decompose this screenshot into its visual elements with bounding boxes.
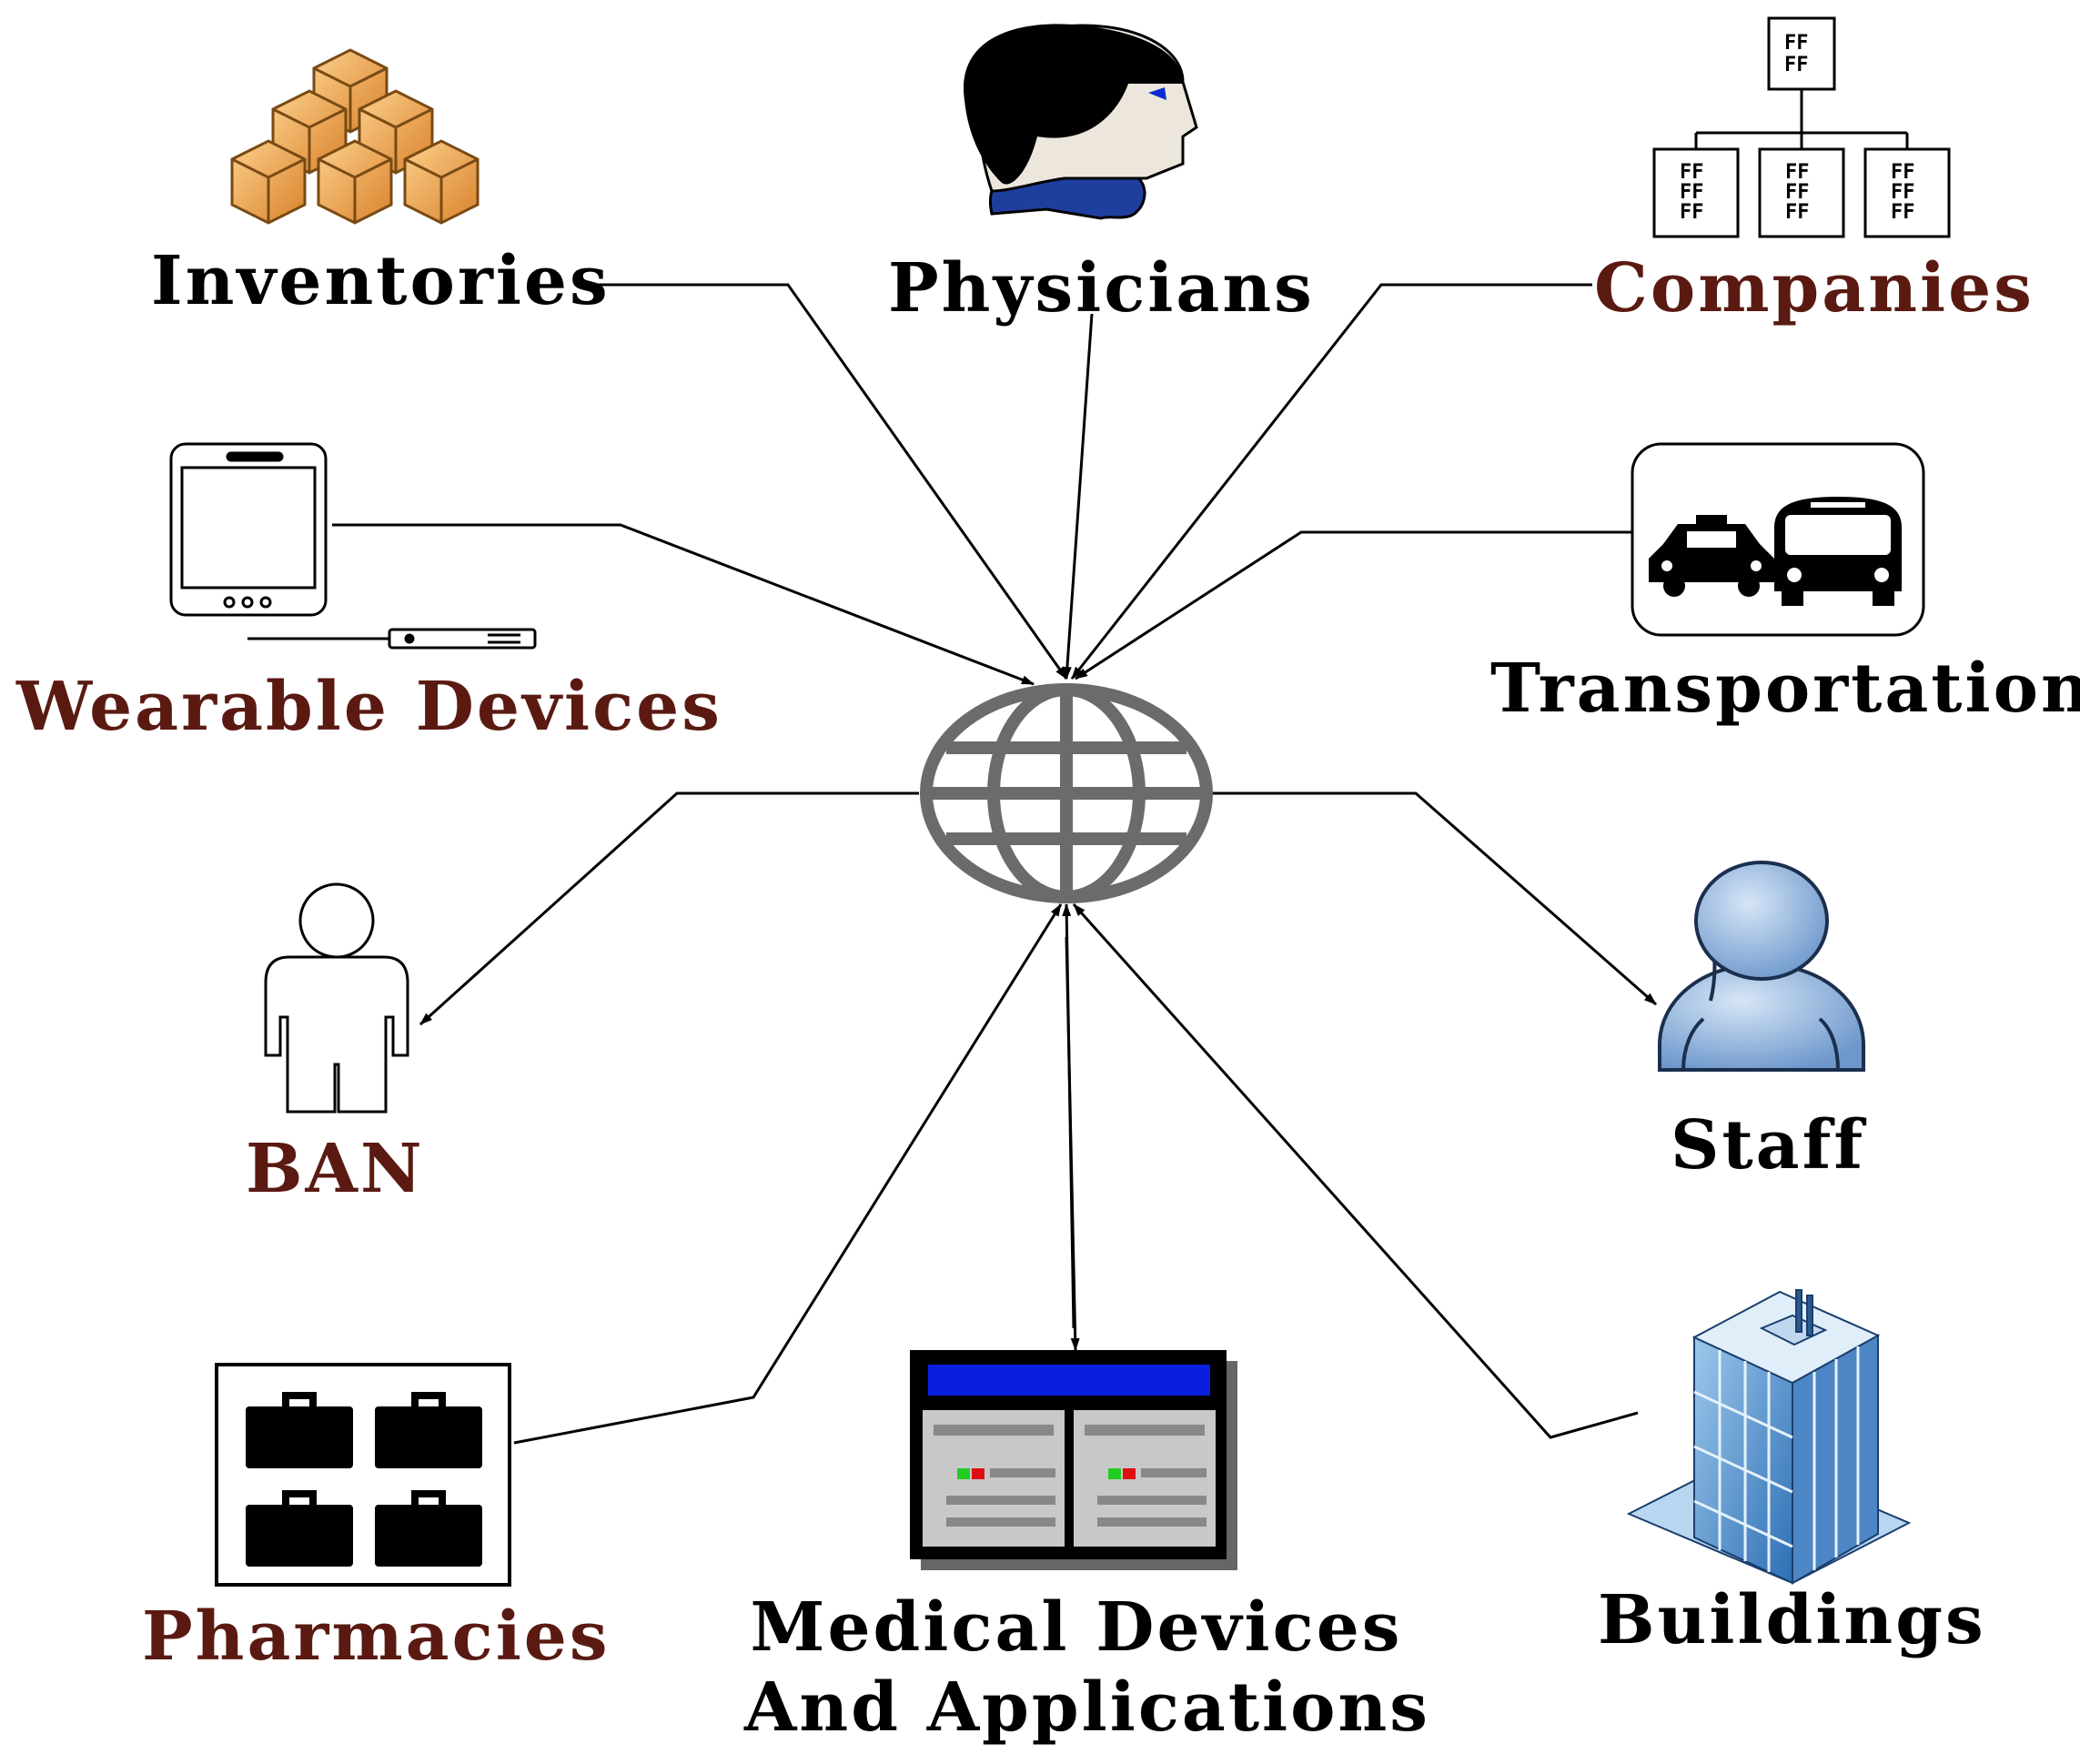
label-staff: Staff xyxy=(1671,1106,1866,1184)
server-rack-icon xyxy=(910,1350,1237,1570)
svg-text:FF: FF xyxy=(1785,201,1810,224)
svg-text:FF: FF xyxy=(1891,201,1915,224)
connector-staff xyxy=(1210,791,1657,1006)
person-outline-icon xyxy=(264,882,409,1114)
svg-text:FF: FF xyxy=(1784,54,1809,76)
label-medical-line1: Medical Devices xyxy=(750,1588,1403,1667)
globe-icon xyxy=(920,683,1213,903)
car-bus-icon xyxy=(1631,442,1925,637)
connector-inventories xyxy=(581,283,1068,680)
label-wearable-devices: Wearable Devices xyxy=(16,668,722,746)
connector-companies xyxy=(1070,283,1592,680)
boxes-icon xyxy=(230,48,480,225)
connector-transportation xyxy=(1075,530,1632,680)
physician-head-icon xyxy=(964,24,1198,220)
svg-text:FF: FF xyxy=(1784,32,1809,55)
svg-text:FF: FF xyxy=(1680,201,1704,224)
briefcases-icon xyxy=(215,1363,511,1587)
svg-text:FF: FF xyxy=(1891,181,1915,204)
connector-wearable xyxy=(332,523,1035,686)
svg-text:FF: FF xyxy=(1785,161,1810,184)
label-transportation: Transportation xyxy=(1490,650,2080,728)
svg-text:FF: FF xyxy=(1891,161,1915,184)
label-pharmacies: Pharmacies xyxy=(142,1598,611,1676)
connector-ban xyxy=(419,791,919,1026)
label-companies: Companies xyxy=(1594,249,2035,328)
label-buildings: Buildings xyxy=(1598,1581,1986,1659)
label-physicians: Physicians xyxy=(888,249,1315,328)
tablet-device-icon xyxy=(169,442,537,650)
connectors xyxy=(332,283,1657,1445)
label-inventories: Inventories xyxy=(151,242,611,320)
office-building-icon xyxy=(1626,1289,1912,1585)
connector-medical-up xyxy=(1062,903,1075,1329)
staff-person-icon xyxy=(1658,861,1865,1072)
svg-text:FF: FF xyxy=(1680,161,1704,184)
connector-physicians xyxy=(1062,313,1094,680)
connector-buildings xyxy=(1072,903,1639,1439)
label-ban: BAN xyxy=(246,1130,425,1208)
svg-text:FF: FF xyxy=(1680,181,1704,204)
svg-text:FF: FF xyxy=(1785,181,1810,204)
label-medical-line2: And Applications xyxy=(744,1668,1430,1747)
connector-pharmacies xyxy=(513,903,1063,1445)
